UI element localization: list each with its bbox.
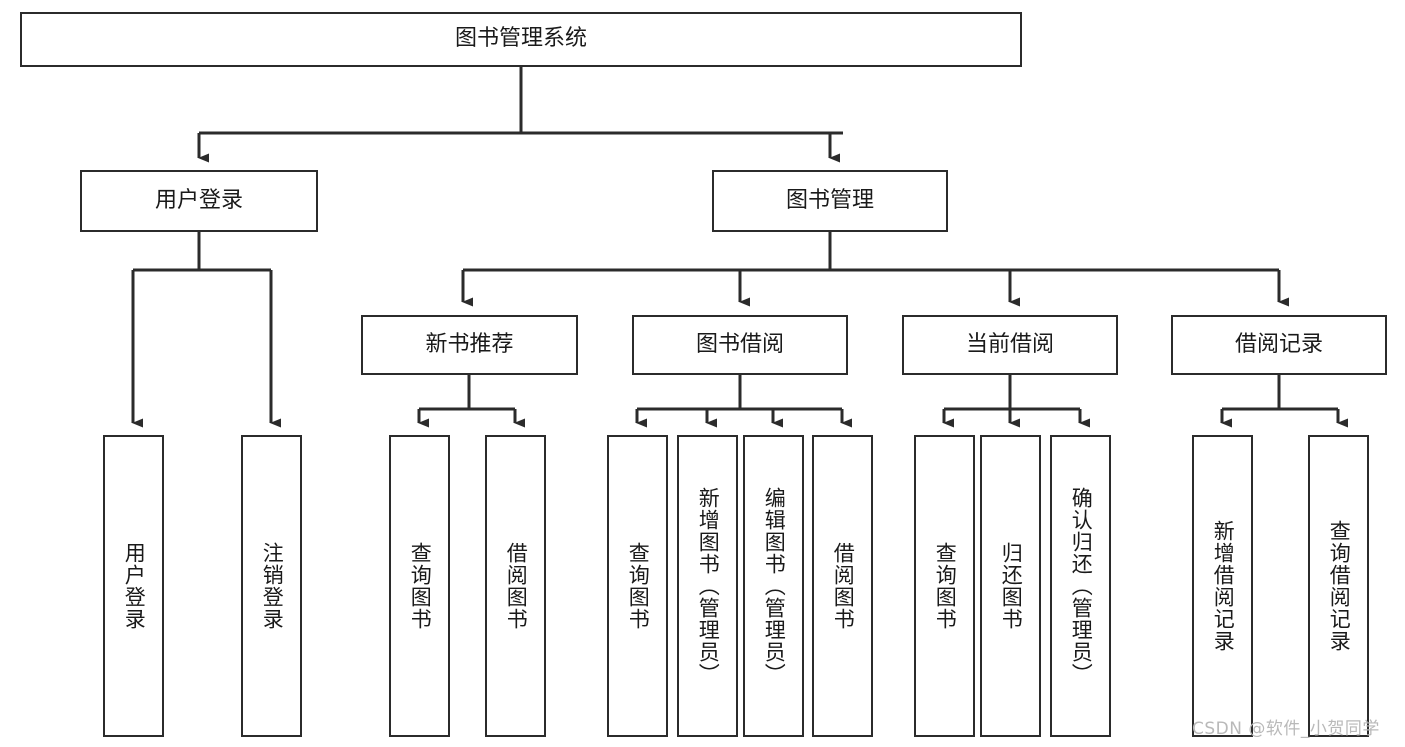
leaf-borrow-book-recommend-label: 借阅图书 <box>504 542 529 630</box>
node-borrow-record-label: 借阅记录 <box>1234 331 1323 357</box>
leaf-user-login[interactable]: 用户登录 <box>103 435 164 737</box>
leaf-query-book-recommend-label: 查询图书 <box>408 542 433 630</box>
node-borrow-record[interactable]: 借阅记录 <box>1171 315 1387 375</box>
leaf-query-book-current-label: 查询图书 <box>933 542 958 630</box>
leaf-return-book[interactable]: 归还图书 <box>980 435 1041 737</box>
leaf-borrow-book-recommend[interactable]: 借阅图书 <box>485 435 546 737</box>
leaf-borrow-book[interactable]: 借阅图书 <box>812 435 873 737</box>
node-new-book-recommend[interactable]: 新书推荐 <box>361 315 578 375</box>
leaf-add-book[interactable]: 新增图书（管理员） <box>677 435 738 737</box>
leaf-query-book-borrow[interactable]: 查询图书 <box>607 435 668 737</box>
leaf-user-logout[interactable]: 注销登录 <box>241 435 302 737</box>
leaf-edit-book[interactable]: 编辑图书（管理员） <box>743 435 804 737</box>
leaf-user-login-label: 用户登录 <box>122 542 147 630</box>
leaf-query-record-label: 查询借阅记录 <box>1327 520 1352 652</box>
leaf-query-record[interactable]: 查询借阅记录 <box>1308 435 1369 737</box>
node-user-login[interactable]: 用户登录 <box>80 170 318 232</box>
node-current-borrow[interactable]: 当前借阅 <box>902 315 1118 375</box>
leaf-return-book-label: 归还图书 <box>999 542 1024 630</box>
node-book-borrow-label: 图书借阅 <box>695 331 784 357</box>
leaf-user-logout-label: 注销登录 <box>260 542 285 630</box>
leaf-add-record[interactable]: 新增借阅记录 <box>1192 435 1253 737</box>
leaf-add-book-label: 新增图书（管理员） <box>696 487 721 685</box>
leaf-confirm-return-label: 确认归还（管理员） <box>1069 487 1094 685</box>
node-book-manage[interactable]: 图书管理 <box>712 170 948 232</box>
node-new-book-recommend-label: 新书推荐 <box>425 331 514 357</box>
leaf-borrow-book-label: 借阅图书 <box>831 542 856 630</box>
csdn-watermark: CSDN @软件_小贺同学 <box>1192 719 1380 739</box>
node-book-borrow[interactable]: 图书借阅 <box>632 315 848 375</box>
leaf-query-book-recommend[interactable]: 查询图书 <box>389 435 450 737</box>
node-root[interactable]: 图书管理系统 <box>20 12 1022 67</box>
node-root-label: 图书管理系统 <box>454 26 587 52</box>
leaf-add-record-label: 新增借阅记录 <box>1211 520 1236 652</box>
node-book-manage-label: 图书管理 <box>785 187 874 213</box>
leaf-edit-book-label: 编辑图书（管理员） <box>762 487 787 685</box>
leaf-confirm-return[interactable]: 确认归还（管理员） <box>1050 435 1111 737</box>
leaf-query-book-borrow-label: 查询图书 <box>626 542 651 630</box>
node-current-borrow-label: 当前借阅 <box>965 331 1054 357</box>
node-user-login-label: 用户登录 <box>154 187 243 213</box>
leaf-query-book-current[interactable]: 查询图书 <box>914 435 975 737</box>
